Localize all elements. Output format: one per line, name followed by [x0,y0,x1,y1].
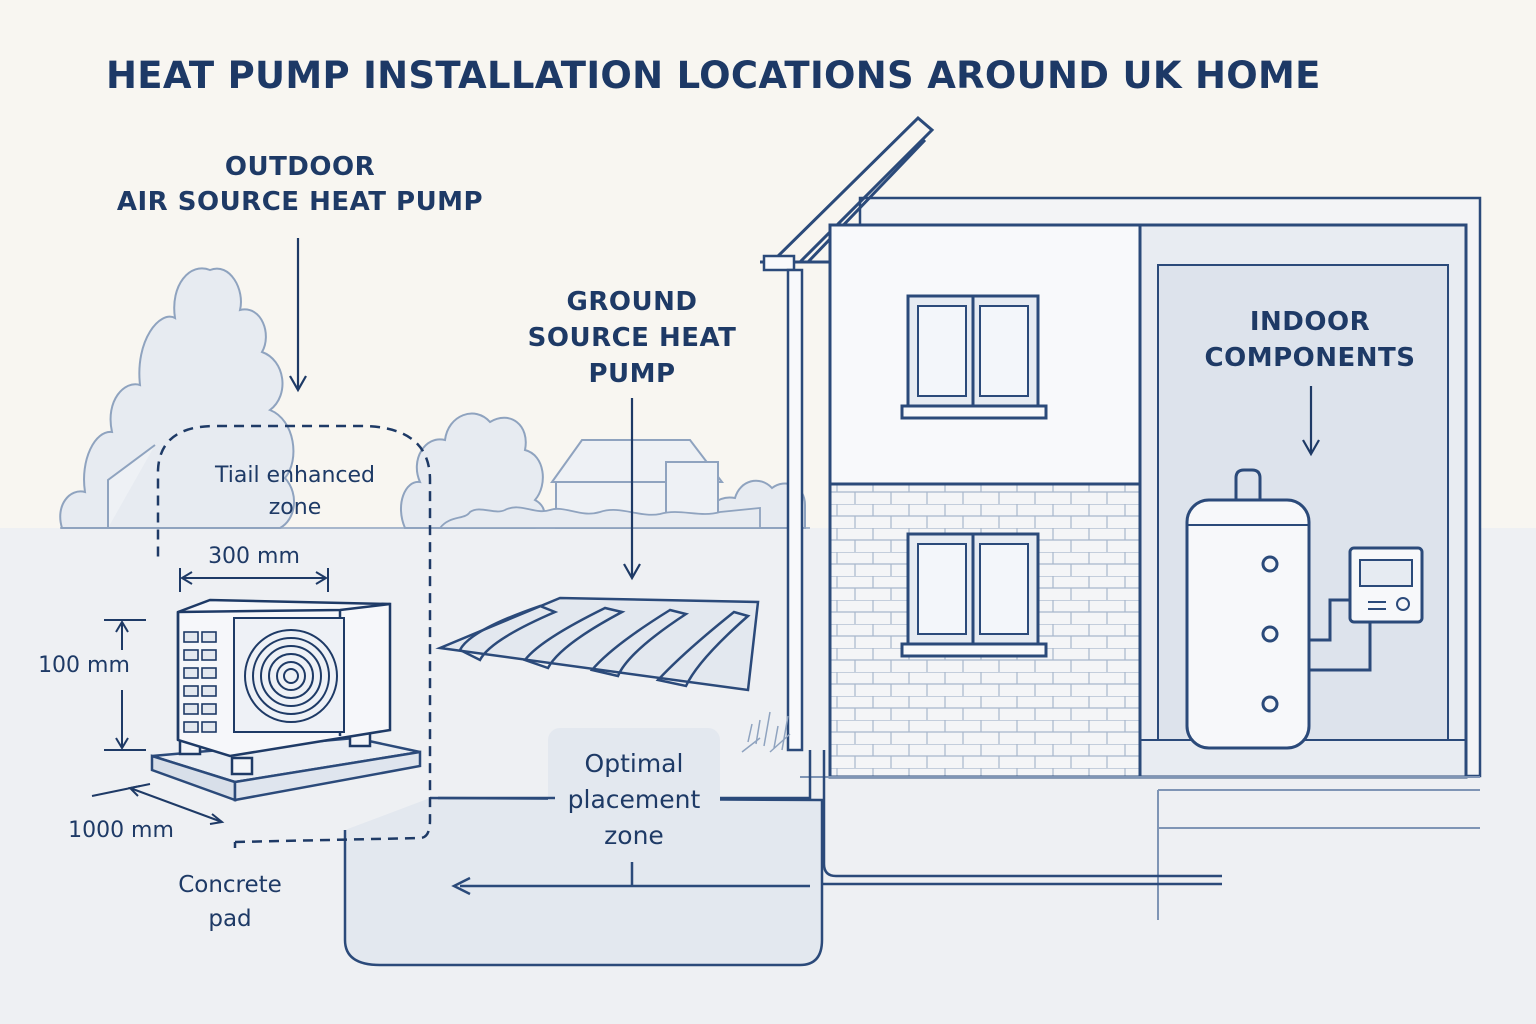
enhanced-zone-boundary [156,424,432,848]
concrete-pad [150,736,422,802]
hedge [438,506,761,529]
callout-arrows [289,238,1320,581]
lower-window [900,532,1048,658]
ground-label-line1: GROUND [566,287,698,317]
ground-loop-collector [435,596,760,692]
zone-label-line1: Tiail enhanced [214,463,375,488]
outdoor-label: OUTDOOR AIR SOURCE HEAT PUMP [100,152,500,218]
outdoor-label-line2: AIR SOURCE HEAT PUMP [116,187,484,218]
optimal-label-line2: placement [567,785,701,814]
dimension-height [104,619,146,751]
foundation [800,776,1480,920]
air-source-unit [176,598,392,776]
indoor-components-label: INDOOR COMPONENTS [1178,304,1442,376]
optimal-label-line1: Optimal [584,749,684,778]
optimal-zone-label: Optimal placement zone [548,746,720,854]
indoor-label-line2: COMPONENTS [1204,343,1416,373]
enhanced-zone-label: Tiail enhanced zone [180,460,410,524]
ground-label-line3: PUMP [588,359,676,389]
outdoor-label-line1: OUTDOOR [224,152,376,182]
dimension-width-label: 300 mm [208,544,300,569]
concrete-pad-label: Concrete pad [150,868,310,936]
optimal-label-line3: zone [604,821,664,850]
ground-label-line2: SOURCE HEAT [527,323,737,353]
grass-tuft [741,711,791,753]
dimension-depth-label: 1000 mm [68,818,174,843]
zone-label-line2: zone [268,495,322,520]
optimal-zone-area [343,728,824,967]
hot-water-cylinder [1185,468,1311,750]
page-title: HEAT PUMP INSTALLATION LOCATIONS AROUND … [106,54,1321,97]
neighbour-house [107,439,725,529]
dimension-width [179,568,329,592]
ground-source-label: GROUND SOURCE HEAT PUMP [502,284,762,392]
heat-pump-controller [1309,546,1424,672]
upper-window [900,294,1048,420]
dimension-height-label: 100 mm [38,653,130,678]
dimension-depth [91,783,225,825]
indoor-label-line1: INDOOR [1249,307,1371,337]
downpipe [762,254,804,752]
pad-label-line1: Concrete [178,872,282,898]
pad-label-line2: pad [208,906,252,932]
